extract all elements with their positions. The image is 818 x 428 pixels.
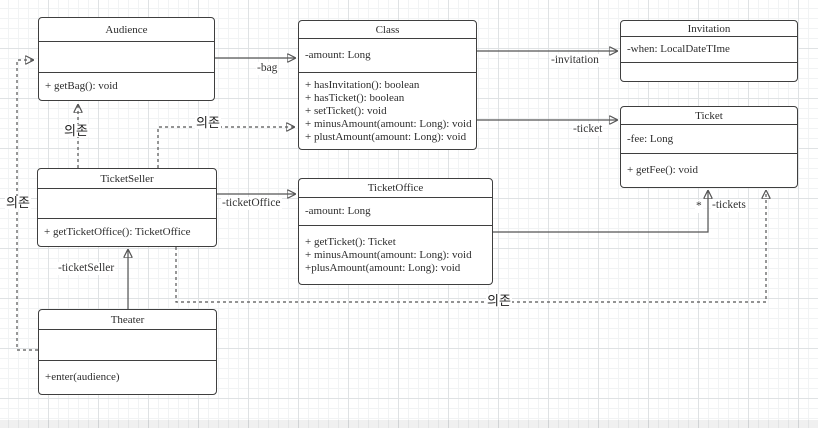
- class-title-audience: Audience: [105, 23, 148, 36]
- class-title-invitation: Invitation: [687, 22, 731, 35]
- method-line: + getBag(): void: [45, 80, 118, 92]
- attribute-line: -fee: Long: [627, 132, 674, 145]
- method-line: + getTicket(): Ticket: [305, 235, 396, 248]
- class-attributes-invitation: -when: LocalDateTIme: [621, 36, 797, 62]
- class-title-ticket: Ticket: [695, 109, 723, 122]
- method-line: + minusAmount(amount: Long): void: [305, 117, 472, 130]
- class-attributes-ticketoffice: -amount: Long: [299, 197, 492, 225]
- class-title-ticketseller: TicketSeller: [100, 172, 154, 185]
- attribute-line: -amount: Long: [305, 49, 371, 61]
- class-attributes-class: -amount: Long: [299, 38, 476, 72]
- method-line: + getTicketOffice(): TicketOffice: [44, 226, 191, 238]
- method-line: + hasInvitation(): boolean: [305, 78, 420, 91]
- class-attributes-audience: [39, 41, 214, 72]
- class-methods-invitation: [621, 62, 797, 81]
- attribute-line: -amount: Long: [305, 205, 371, 217]
- class-attributes-ticketseller: [38, 188, 216, 218]
- method-line: +plusAmount(amount: Long): void: [305, 261, 461, 274]
- method-line: + getFee(): void: [627, 164, 698, 176]
- edge-label-dependency-ticketseller-audience[interactable]: 의존: [63, 123, 89, 138]
- edge-label-dependency-ticketseller-ticket[interactable]: 의존: [486, 293, 512, 308]
- edge-ticketoffice-tickets[interactable]: [493, 191, 708, 233]
- edge-label-ticketoffice[interactable]: -ticketOffice: [221, 197, 282, 210]
- method-line: + hasTicket(): boolean: [305, 91, 405, 104]
- class-box-class[interactable]: Class -amount: Long + hasInvitation(): b…: [298, 20, 477, 150]
- edge-label-tickets-multiplicity[interactable]: *: [695, 200, 703, 213]
- class-methods-ticketseller: + getTicketOffice(): TicketOffice: [38, 218, 216, 246]
- edge-dependency-ticketseller-ticket[interactable]: [175, 191, 766, 303]
- bottom-scroll-strip: [0, 420, 818, 428]
- method-line: +enter(audience): [45, 371, 120, 383]
- class-box-ticketoffice[interactable]: TicketOffice -amount: Long + getTicket()…: [298, 178, 493, 285]
- edge-label-dependency-ticketseller-class[interactable]: 의존: [195, 115, 221, 130]
- method-line: + minusAmount(amount: Long): void: [305, 248, 472, 261]
- edge-dependency-theater-audience[interactable]: [16, 60, 38, 351]
- attribute-line: -when: LocalDateTIme: [627, 43, 730, 55]
- class-methods-class: + hasInvitation(): boolean + hasTicket()…: [299, 72, 476, 149]
- edge-label-ticketseller[interactable]: -ticketSeller: [57, 262, 116, 275]
- class-methods-ticket: + getFee(): void: [621, 153, 797, 187]
- class-attributes-ticket: -fee: Long: [621, 124, 797, 153]
- edge-label-dependency-theater-audience[interactable]: 의존: [5, 195, 31, 210]
- edge-label-ticket[interactable]: -ticket: [572, 123, 604, 136]
- method-line: + setTicket(): void: [305, 104, 387, 117]
- edge-label-bag[interactable]: -bag: [256, 62, 279, 75]
- method-line: + plustAmount(amount: Long): void: [305, 130, 467, 143]
- class-methods-audience: + getBag(): void: [39, 72, 214, 100]
- class-title-class: Class: [375, 23, 400, 36]
- class-box-invitation[interactable]: Invitation -when: LocalDateTIme: [620, 20, 798, 82]
- class-box-theater[interactable]: Theater +enter(audience): [38, 309, 217, 395]
- edge-label-tickets[interactable]: -tickets: [711, 199, 747, 212]
- class-box-ticketseller[interactable]: TicketSeller + getTicketOffice(): Ticket…: [37, 168, 217, 247]
- class-title-ticketoffice: TicketOffice: [367, 182, 424, 194]
- class-methods-ticketoffice: + getTicket(): Ticket + minusAmount(amou…: [299, 225, 492, 284]
- edge-dependency-ticketseller-class[interactable]: [157, 127, 294, 168]
- edge-label-invitation[interactable]: -invitation: [550, 54, 600, 67]
- class-methods-theater: +enter(audience): [39, 360, 216, 394]
- class-box-ticket[interactable]: Ticket -fee: Long + getFee(): void: [620, 106, 798, 188]
- class-attributes-theater: [39, 329, 216, 360]
- class-title-theater: Theater: [110, 313, 145, 326]
- class-box-audience[interactable]: Audience + getBag(): void: [38, 17, 215, 101]
